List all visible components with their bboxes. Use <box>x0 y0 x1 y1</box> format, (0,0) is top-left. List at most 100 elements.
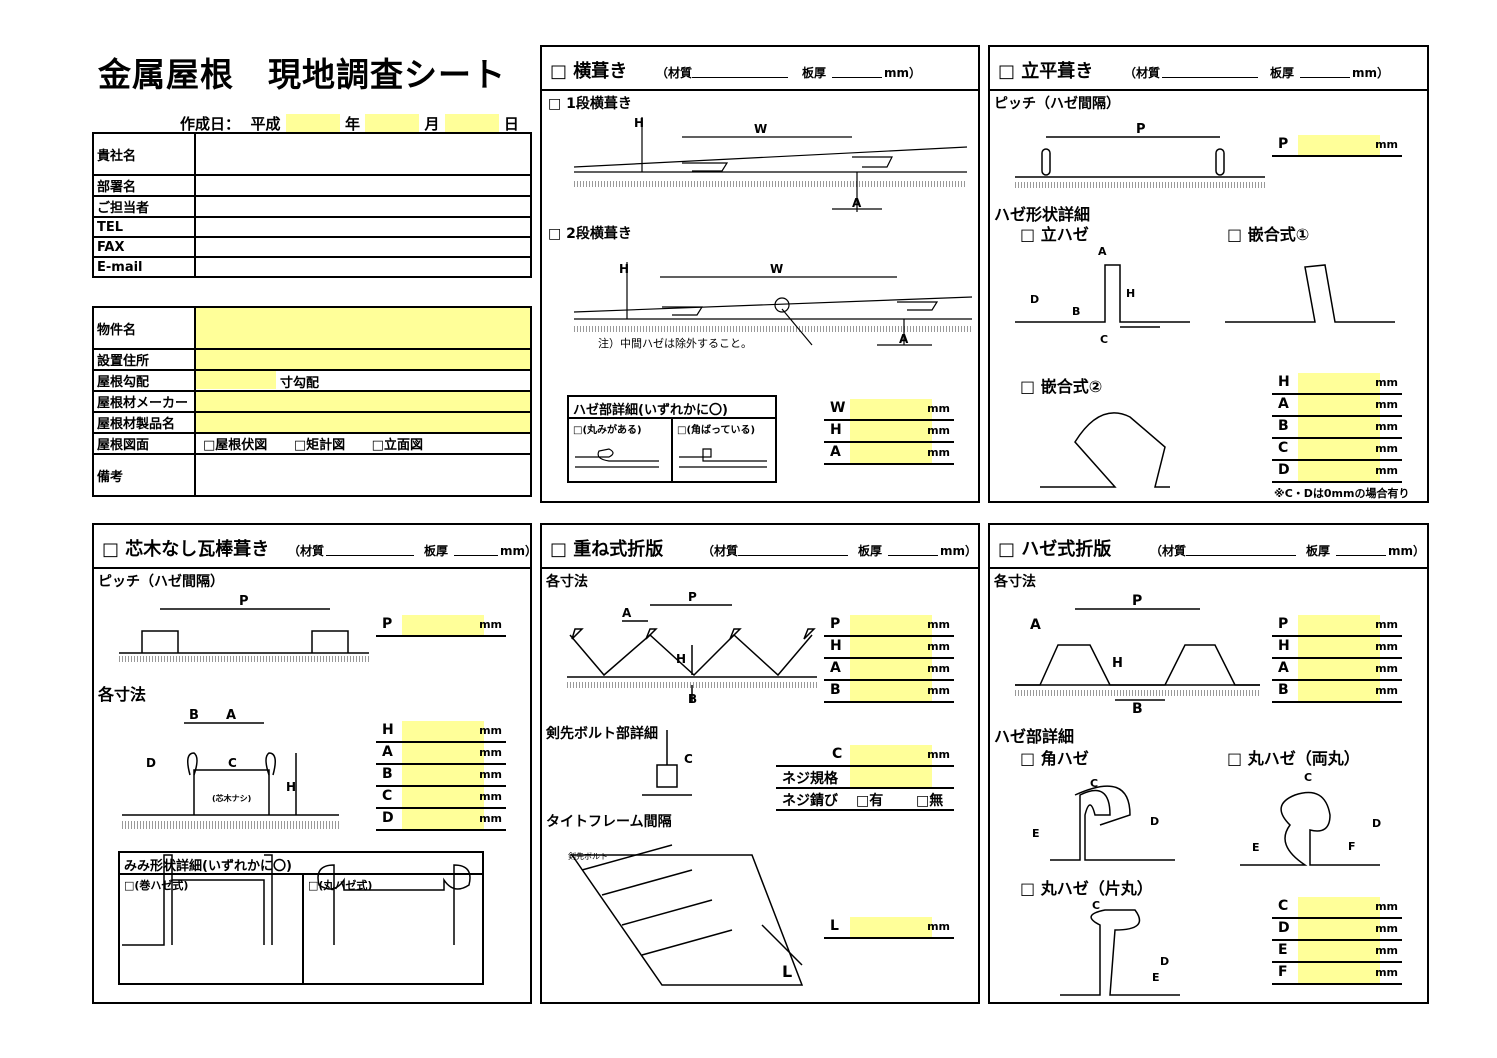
notes-label: 備考 <box>92 453 196 497</box>
thickness-field[interactable] <box>1300 77 1350 78</box>
company-name-field[interactable] <box>194 132 532 176</box>
screw-spec-input[interactable] <box>850 767 932 787</box>
address-field[interactable] <box>194 348 532 371</box>
option-maruhaze-ryomaru[interactable]: □ 丸ハゼ（両丸） <box>1227 749 1360 768</box>
dim-b-input[interactable] <box>850 681 932 701</box>
dim-d-input[interactable] <box>1298 919 1380 939</box>
date-row: 作成日： 平成 年 月 日 <box>180 113 519 135</box>
dim-a-unit: mm <box>479 746 502 759</box>
dim-b-input[interactable] <box>1298 417 1380 437</box>
seam-option-round[interactable]: □(丸みがある) <box>573 425 642 436</box>
dim-a-input[interactable] <box>1298 395 1380 415</box>
fax-field[interactable] <box>194 236 532 258</box>
dim-a-unit: mm <box>1375 662 1398 675</box>
option-kakuhaze[interactable]: □ 角ハゼ <box>1020 749 1089 768</box>
dim-p-input[interactable] <box>402 615 484 635</box>
thickness-field[interactable] <box>888 555 938 556</box>
one-step-option[interactable]: □ 1段横葺き <box>548 96 632 112</box>
product-field[interactable] <box>194 411 532 434</box>
dim-a-input[interactable] <box>402 743 484 763</box>
fig-b-label: B <box>1072 305 1080 318</box>
option-kangou-1[interactable]: □ 嵌合式① <box>1227 225 1310 244</box>
fig-a-label: A <box>1098 245 1107 258</box>
dim-b-key: B <box>830 682 841 698</box>
contact-field[interactable] <box>194 195 532 218</box>
dim-c-input[interactable] <box>402 787 484 807</box>
dim-d-input[interactable] <box>402 809 484 829</box>
dim-c-input[interactable] <box>850 745 932 765</box>
dim-h-key: H <box>830 638 842 654</box>
dim-h-input[interactable] <box>850 637 932 657</box>
dim-f-input[interactable] <box>1298 963 1380 983</box>
month-input[interactable] <box>365 113 420 134</box>
dim-a-input[interactable] <box>850 659 932 679</box>
dim-p-input[interactable] <box>1298 615 1380 635</box>
thickness-field[interactable] <box>1336 555 1386 556</box>
dim-c-input[interactable] <box>1298 897 1380 917</box>
thickness-field[interactable] <box>832 77 882 78</box>
dim-h-input[interactable] <box>1298 637 1380 657</box>
dim-d-input[interactable] <box>1298 461 1380 481</box>
panel-title: □ 立平葺き <box>998 61 1094 82</box>
material-field[interactable] <box>692 77 788 78</box>
fig-b-label: B <box>688 692 697 706</box>
panel-title: □ ハゼ式折版 <box>998 539 1112 560</box>
material-field[interactable] <box>1162 77 1258 78</box>
notes-field[interactable] <box>194 453 532 497</box>
email-field[interactable] <box>194 256 532 278</box>
dim-b-input[interactable] <box>1298 681 1380 701</box>
tatehira-diagrams: P A H D B C <box>1015 122 1395 488</box>
dim-l-input[interactable] <box>850 917 932 937</box>
year-input[interactable] <box>285 113 340 134</box>
material-field[interactable] <box>738 555 848 556</box>
tel-field[interactable] <box>194 216 532 238</box>
dim-h-unit: mm <box>927 640 950 653</box>
dim-a-input[interactable] <box>850 443 932 463</box>
option-tatehaze[interactable]: □ 立ハゼ <box>1020 225 1089 244</box>
material-field[interactable] <box>1186 555 1296 556</box>
dim-e-input[interactable] <box>1298 941 1380 961</box>
dim-c-input[interactable] <box>1298 439 1380 459</box>
thickness-label: 板厚 <box>802 66 827 80</box>
department-field[interactable] <box>194 174 532 197</box>
option-maruhaze-katamaru[interactable]: □ 丸ハゼ（片丸） <box>1020 879 1153 898</box>
maker-field[interactable] <box>194 390 532 413</box>
dim-b-input[interactable] <box>402 765 484 785</box>
slope-field[interactable]: 寸勾配 <box>194 369 532 392</box>
slope-label: 屋根勾配 <box>92 369 196 392</box>
dim-h-input[interactable] <box>402 721 484 741</box>
dim-w-input[interactable] <box>850 399 932 419</box>
drawing-option-section[interactable]: □矩計図 <box>293 438 346 453</box>
drawing-option-plan[interactable]: □屋根伏図 <box>203 438 268 453</box>
dim-p-input[interactable] <box>850 615 932 635</box>
company-table: 貴社名 部署名 ご担当者 TEL FAX E-mail <box>92 132 532 278</box>
dim-p-input[interactable] <box>1298 135 1380 155</box>
dim-b-unit: mm <box>1375 684 1398 697</box>
seam-option-square[interactable]: □(角ばっている) <box>677 425 756 436</box>
dim-h-input[interactable] <box>1298 373 1380 393</box>
dim-a-input[interactable] <box>1298 659 1380 679</box>
thickness-field[interactable] <box>454 555 498 556</box>
fig-e-label-3: E <box>1152 971 1160 984</box>
panel-yokobuki: □ 横葺き （材質 板厚 mm） □ 1段横葺き <box>540 45 980 503</box>
material-field[interactable] <box>326 555 414 556</box>
dim-p-key: P <box>382 616 393 632</box>
thickness-label: 板厚 <box>1306 544 1331 558</box>
two-step-option[interactable]: □ 2段横葺き <box>548 226 632 242</box>
option-kangou-2[interactable]: □ 嵌合式② <box>1020 377 1103 396</box>
dim-a-unit: mm <box>1375 398 1398 411</box>
property-name-field[interactable] <box>194 306 532 350</box>
fig-h-label: H <box>1112 656 1123 671</box>
slope-input[interactable] <box>196 371 276 389</box>
drawing-option-elevation[interactable]: □立面図 <box>371 438 423 453</box>
dim-h-input[interactable] <box>850 421 932 441</box>
kasane-diagrams: A P H B C L 剣先ボルト <box>567 590 817 986</box>
panel-header: □ 重ね式折版 （材質 板厚 mm） <box>542 525 978 569</box>
day-input[interactable] <box>444 113 499 134</box>
rust-option-no[interactable]: □無 <box>916 793 944 809</box>
rust-option-yes[interactable]: □有 <box>856 793 884 809</box>
mm-label: mm） <box>1388 544 1426 558</box>
